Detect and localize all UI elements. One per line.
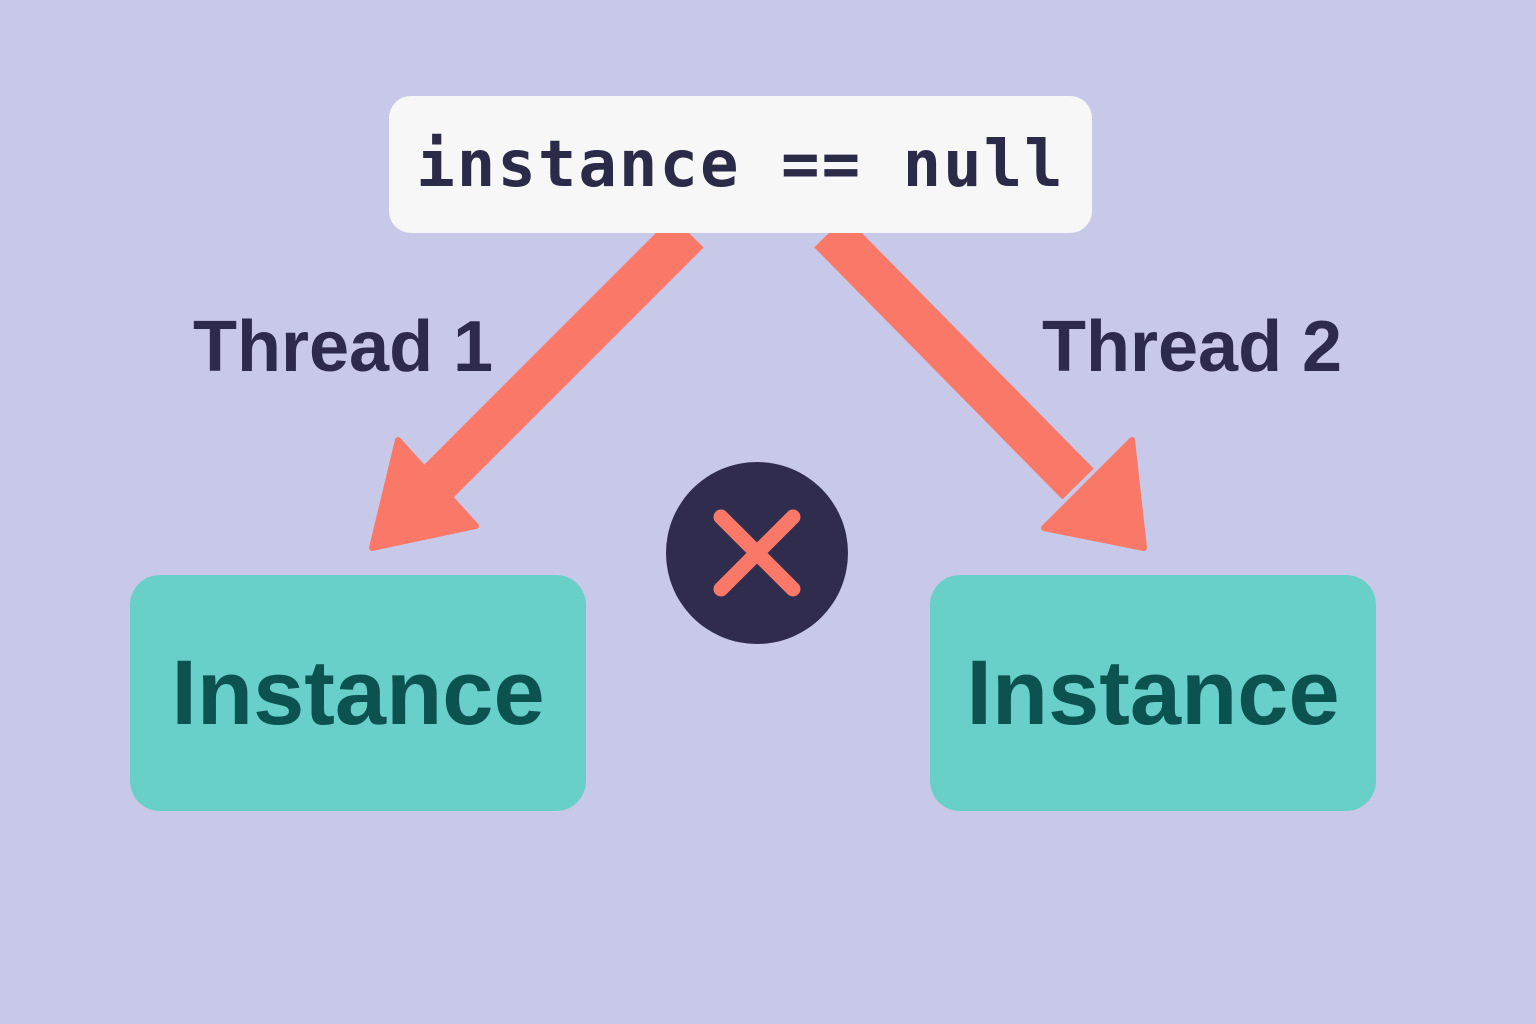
arrow-thread-2-head bbox=[1041, 437, 1147, 551]
arrow-thread-2-shaft bbox=[814, 216, 1094, 500]
arrow-thread-1-shaft bbox=[422, 216, 704, 498]
arrow-thread-2 bbox=[814, 216, 1147, 551]
conflict-badge bbox=[666, 462, 848, 644]
instance-label-right: Instance bbox=[966, 641, 1340, 744]
condition-text: instance == null bbox=[416, 127, 1065, 202]
instance-box-right: Instance bbox=[930, 575, 1376, 811]
arrow-thread-1 bbox=[369, 216, 704, 551]
condition-box: instance == null bbox=[389, 96, 1092, 233]
close-icon bbox=[713, 509, 801, 597]
thread-2-label: Thread 2 bbox=[1042, 307, 1343, 387]
arrow-thread-1-head bbox=[369, 437, 479, 551]
instance-label-left: Instance bbox=[171, 641, 545, 744]
thread-1-label: Thread 1 bbox=[193, 307, 494, 387]
instance-box-left: Instance bbox=[130, 575, 586, 811]
